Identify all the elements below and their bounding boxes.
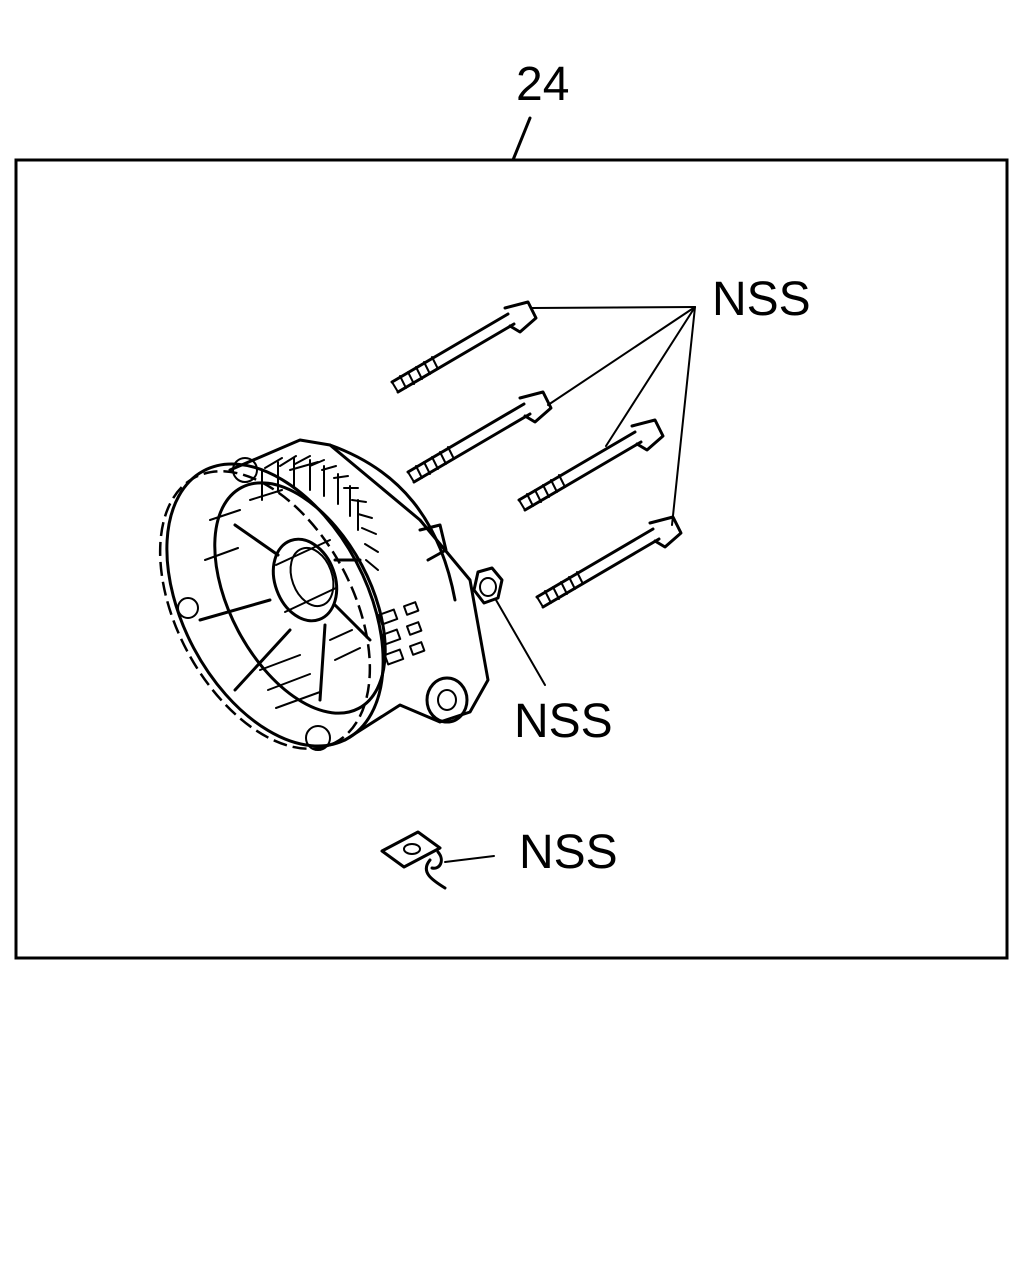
through-bolt-2 (406, 390, 553, 484)
callout-leader (511, 116, 532, 162)
through-bolt-3 (517, 418, 665, 512)
group-frame (14, 158, 1009, 960)
through-bolt-4 (535, 515, 683, 609)
nut-leader (495, 599, 546, 686)
terminal-bracket (380, 830, 447, 890)
callout-number: 24 (516, 58, 569, 111)
bracket-label: NSS (519, 826, 618, 879)
alternator-end-frame (158, 438, 490, 751)
through-bolt-1 (390, 300, 538, 394)
bolts-label: NSS (712, 273, 811, 326)
bolts-leader (531, 306, 696, 526)
bracket-leader (444, 855, 495, 863)
nut-label: NSS (514, 695, 613, 748)
hex-nut (472, 566, 504, 605)
